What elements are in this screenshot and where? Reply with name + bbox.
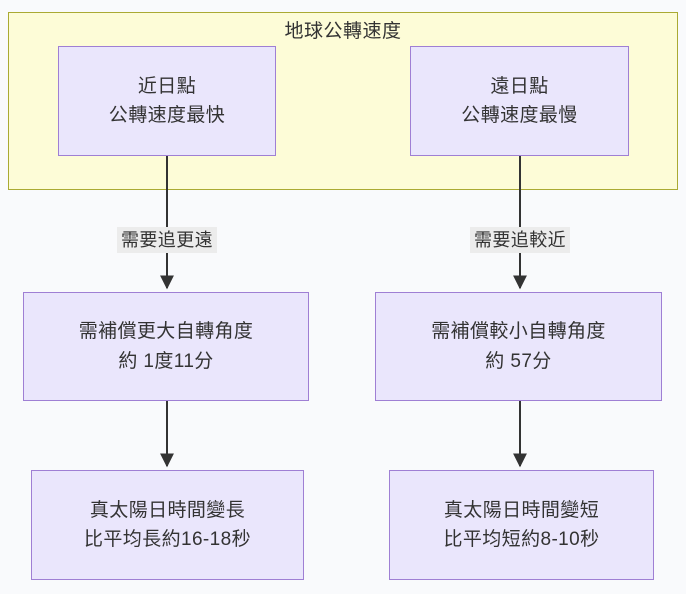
node-result-shorter-line1: 真太陽日時間變短 <box>443 499 600 521</box>
node-compensate-large-line1: 需補償更大自轉角度 <box>78 321 254 343</box>
node-aphelion-line2: 公轉速度最慢 <box>461 105 578 126</box>
node-compensate-large-line2: 約 1度11分 <box>118 350 214 372</box>
node-compensate-small-line1: 需補償較小自轉角度 <box>431 321 606 343</box>
node-perihelion[interactable]: 近日點 公轉速度最快 <box>58 46 276 156</box>
node-compensate-small[interactable]: 需補償較小自轉角度 約 57分 <box>375 292 662 401</box>
node-aphelion[interactable]: 遠日點 公轉速度最慢 <box>410 46 629 156</box>
node-compensate-small-line2: 約 57分 <box>485 350 552 372</box>
node-result-shorter-line2: 比平均短約8-10秒 <box>443 529 600 550</box>
node-result-shorter[interactable]: 真太陽日時間變短 比平均短約8-10秒 <box>389 470 654 580</box>
node-perihelion-line2: 公轉速度最快 <box>108 105 226 126</box>
node-aphelion-line1: 遠日點 <box>490 75 549 97</box>
node-result-longer-line1: 真太陽日時間變長 <box>89 499 246 521</box>
node-result-longer[interactable]: 真太陽日時間變長 比平均長約16-18秒 <box>31 470 304 580</box>
edge-label-left-1: 需要追更遠 <box>117 227 217 254</box>
edge-label-right-1: 需要追較近 <box>470 227 570 254</box>
subgraph-title: 地球公轉速度 <box>284 21 402 42</box>
node-compensate-large[interactable]: 需補償更大自轉角度 約 1度11分 <box>23 292 309 401</box>
node-result-longer-line2: 比平均長約16-18秒 <box>84 529 251 550</box>
node-perihelion-line1: 近日點 <box>137 75 197 97</box>
